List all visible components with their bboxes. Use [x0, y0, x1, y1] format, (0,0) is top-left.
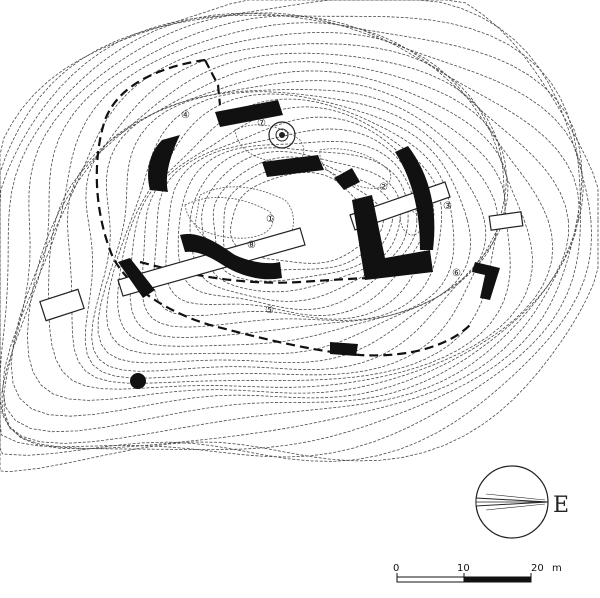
scale-unit: m [552, 563, 562, 574]
trench-long-west [117, 227, 306, 297]
contour-line [26, 43, 533, 401]
marker-7: ⑦ [257, 118, 266, 129]
contour-line [67, 61, 507, 384]
contour-line [3, 12, 584, 450]
stone-marker-southwest [130, 373, 146, 389]
contour-line [10, 31, 554, 417]
contour-line [141, 106, 443, 328]
contour-line [129, 98, 455, 338]
circular-feature [268, 121, 296, 149]
scale-tick-10: 10 [457, 563, 470, 574]
contour-line [230, 171, 373, 264]
contour-lines [0, 0, 599, 473]
contour-line [1, 15, 580, 444]
wall-far-east [472, 262, 500, 300]
contour-line [165, 128, 427, 317]
wall-east-block [352, 195, 433, 280]
contour-line [84, 70, 509, 379]
wall-south [330, 342, 358, 356]
scale-tick-0: 0 [393, 563, 399, 574]
wall-small-center [334, 168, 360, 190]
scale-tick-20: 20 [531, 563, 544, 574]
contour-line [189, 147, 409, 302]
stone-walls [118, 100, 500, 389]
wall-west [118, 258, 155, 298]
contour-line [117, 93, 471, 347]
wall-north [215, 100, 283, 127]
marker-4: ④ [181, 110, 190, 121]
contour-line [0, 0, 593, 462]
orientation-label: E [553, 493, 569, 518]
contour-line [0, 14, 581, 458]
contour-line [212, 156, 394, 282]
trench-west [39, 288, 85, 322]
marker-1: ① [266, 214, 275, 225]
north-arrow: E [475, 465, 569, 539]
enclosure-dashed-line-north [204, 59, 222, 106]
contour-line [0, 12, 583, 450]
wall-northwest-arc [148, 135, 180, 192]
marker-3: ③ [443, 201, 452, 212]
contour-line [97, 89, 499, 364]
wall-central-arc [180, 234, 282, 280]
contour-line [0, 0, 599, 473]
contour-line [2, 22, 570, 433]
contour-line [153, 116, 435, 320]
trench-east [488, 211, 524, 231]
contour-line [48, 52, 511, 390]
structure-markers: ① ② ③ ④ ⑤ ⑥ ⑦ ⑧ [181, 110, 461, 316]
wall-center-north [262, 155, 324, 177]
contour-line [106, 91, 487, 355]
scale-bar: 0 10 20 m [393, 563, 562, 583]
marker-2: ② [379, 182, 388, 193]
contour-line [91, 80, 506, 372]
marker-8: ⑧ [247, 240, 256, 251]
marker-5: ⑤ [265, 305, 274, 316]
marker-6: ⑥ [452, 268, 461, 279]
wall-east-arc [395, 146, 435, 250]
